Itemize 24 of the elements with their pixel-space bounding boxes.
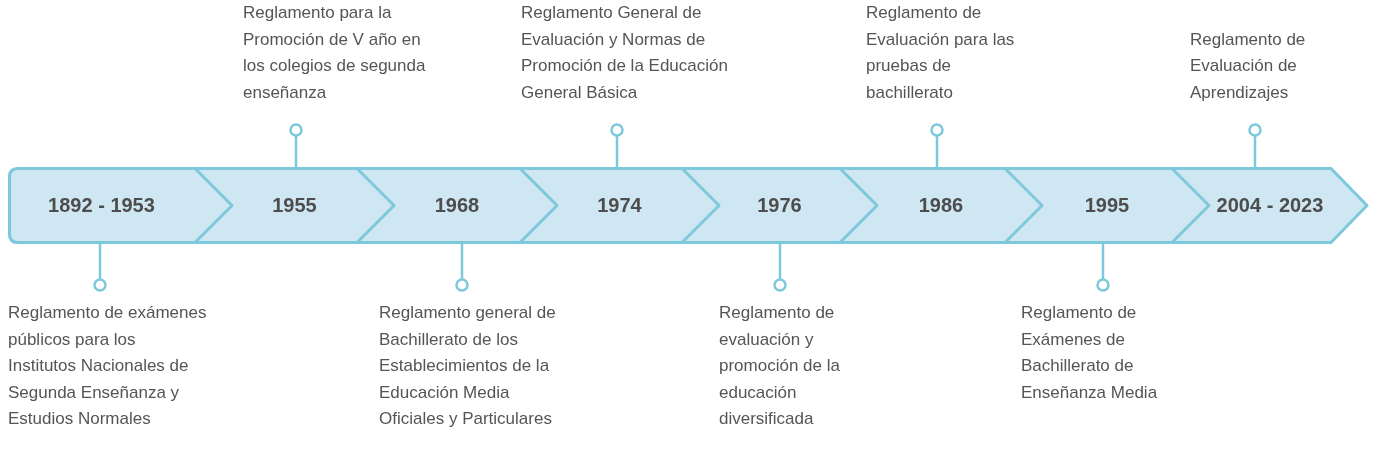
timeline-note: Reglamento de Evaluación de Aprendizajes: [1190, 26, 1340, 106]
timeline-note: Reglamento de Exámenes de Bachillerato de Enseñanza Media: [1021, 300, 1181, 406]
timeline-segment: 1968: [357, 167, 520, 244]
timeline-segment: 1892 - 1953: [8, 167, 195, 244]
leader-line: [455, 244, 469, 292]
timeline-note: Reglamento de exámenes públicos para los Institutos Nacionales de Segunda Enseñanza y Estudios Normales: [8, 300, 208, 433]
timeline-segment: 1976: [682, 167, 840, 244]
timeline-note: Reglamento general de Bachillerato de los Establecimientos de la Educación Media Oficiales y Particulares: [379, 300, 569, 433]
timeline-segment: 1986: [840, 167, 1005, 244]
leader-line: [289, 123, 303, 167]
leader-line: [930, 123, 944, 167]
leader-line: [1096, 244, 1110, 292]
timeline-segment: 1974: [520, 167, 682, 244]
timeline-segment: 1955: [195, 167, 357, 244]
timeline-note: Reglamento para la Promoción de V año en los colegios de segunda enseñanza: [243, 0, 428, 106]
timeline-note: Reglamento de evaluación y promoción de la educación diversificada: [719, 300, 869, 433]
timeline-note: Reglamento General de Evaluación y Normas de Promoción de la Educación General Básica: [521, 0, 756, 106]
leader-line: [610, 123, 624, 167]
leader-line: [1248, 123, 1262, 167]
timeline-note: Reglamento de Evaluación para las pruebas de bachillerato: [866, 0, 1016, 106]
leader-line: [93, 244, 107, 292]
leader-line: [773, 244, 787, 292]
timeline-segment: 1995: [1005, 167, 1172, 244]
timeline-segment: 2004 - 2023: [1172, 167, 1368, 244]
